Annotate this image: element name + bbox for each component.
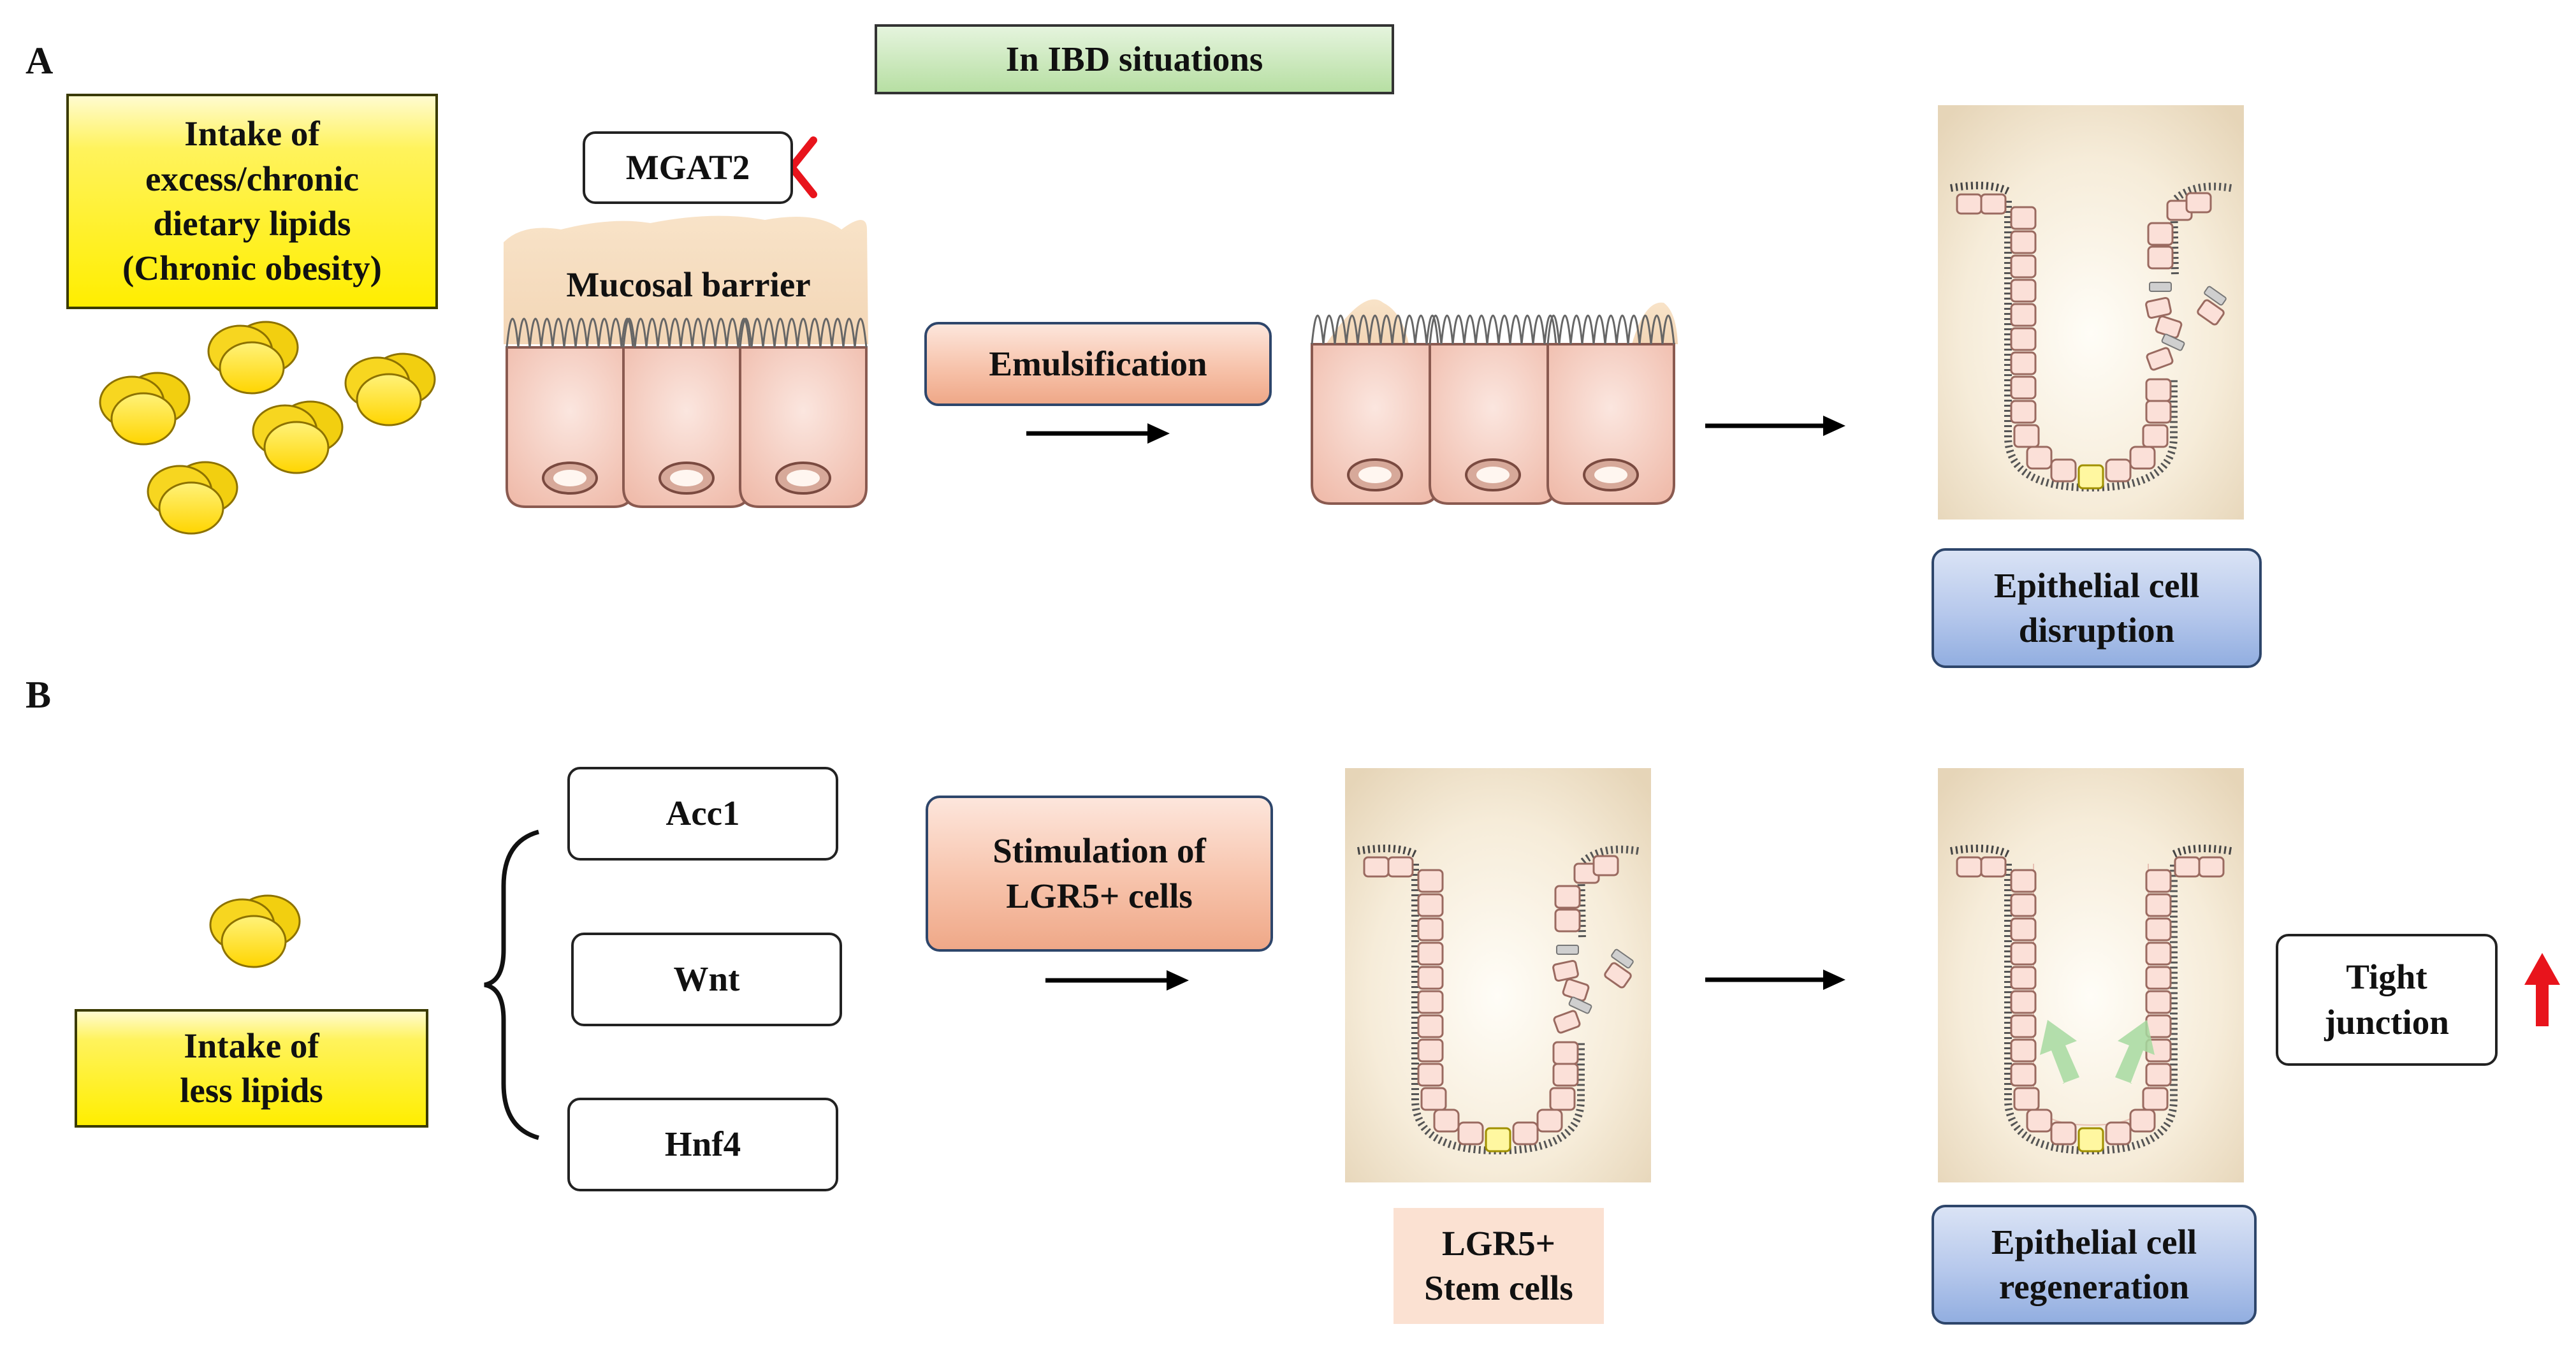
stimulation-line-2: LGR5+ cells xyxy=(1006,876,1193,915)
regeneration-line-1: Epithelial cell xyxy=(1991,1222,2197,1261)
ibd-situations-header: In IBD situations xyxy=(875,24,1394,94)
regeneration-line-2: regeneration xyxy=(1998,1267,2190,1306)
lipid-droplet-icon-a1 xyxy=(99,372,191,446)
disrupted-crypt-a xyxy=(1938,105,2244,520)
right-arrow-icon-a2 xyxy=(1705,416,1845,436)
lipid-droplet-icon-b xyxy=(209,894,301,968)
regenerating-crypt-b xyxy=(1938,768,2244,1182)
stem-cells-line-1: LGR5+ xyxy=(1441,1223,1555,1263)
emulsification-box: Emulsification xyxy=(924,322,1272,406)
gene-box-hnf4: Hnf4 xyxy=(567,1098,838,1191)
epithelial-regeneration-box: Epithelial cell regeneration xyxy=(1932,1205,2257,1325)
disruption-line-1: Epithelial cell xyxy=(1993,565,2200,605)
gene-box-acc1: Acc1 xyxy=(567,767,838,861)
panel-label-b: B xyxy=(25,674,52,716)
curly-brace-icon xyxy=(484,829,539,1140)
gene-box-wnt: Wnt xyxy=(571,933,842,1026)
mucosal-barrier-label: Mucosal barrier xyxy=(566,265,811,304)
mgat2-label: MGAT2 xyxy=(625,147,750,187)
tight-junction-box: Tight junction xyxy=(2276,934,2498,1066)
up-arrow-icon xyxy=(2524,953,2560,1026)
lipid-droplet-icon-a5 xyxy=(147,461,238,535)
panel-label-a: A xyxy=(25,40,54,82)
gene-wnt-label: Wnt xyxy=(673,959,740,999)
emulsified-barrier-illustration xyxy=(1312,299,1678,504)
stimulation-line-1: Stimulation of xyxy=(993,831,1206,871)
disruption-line-2: disruption xyxy=(2018,611,2175,650)
stimulation-lgr5-box: Stimulation of LGR5+ cells xyxy=(926,796,1273,952)
right-arrow-icon-a1 xyxy=(1026,423,1170,444)
intake-line-1: Intake of xyxy=(184,114,320,154)
excess-lipid-intake-box: Intake of excess/chronic dietary lipids … xyxy=(66,94,438,309)
tight-junction-line-1: Tight xyxy=(2346,957,2427,997)
intake-line-4: (Chronic obesity) xyxy=(122,249,382,288)
gene-acc1-label: Acc1 xyxy=(666,794,740,833)
green-up-arrow-right xyxy=(2115,1020,2155,1084)
gene-hnf4-label: Hnf4 xyxy=(664,1124,741,1164)
right-arrow-icon-b2 xyxy=(1705,970,1845,990)
stem-cells-line-2: Stem cells xyxy=(1424,1268,1573,1307)
less-lipid-intake-box: Intake of less lipids xyxy=(75,1009,428,1128)
mgat2-box: MGAT2 xyxy=(583,131,793,204)
less-intake-line-2: less lipids xyxy=(180,1071,323,1110)
intake-line-3: dietary lipids xyxy=(153,204,351,243)
lipid-droplet-icon-a3 xyxy=(344,353,436,426)
tight-junction-line-2: junction xyxy=(2324,1002,2449,1042)
less-intake-line-1: Intake of xyxy=(184,1026,319,1065)
emulsification-label: Emulsification xyxy=(989,344,1207,383)
lipid-droplet-icon-a2 xyxy=(207,321,299,395)
stem-cell-crypt-b xyxy=(1345,768,1651,1182)
header-title: In IBD situations xyxy=(1005,39,1263,78)
intake-line-2: excess/chronic xyxy=(145,159,359,198)
right-arrow-icon-b1 xyxy=(1045,970,1189,991)
lipid-droplet-icon-a4 xyxy=(252,400,344,474)
epithelial-disruption-box: Epithelial cell disruption xyxy=(1932,548,2262,668)
green-up-arrow-left xyxy=(2040,1020,2079,1084)
mucosal-barrier-illustration xyxy=(504,215,868,507)
lgr5-stem-cells-box: LGR5+ Stem cells xyxy=(1394,1208,1604,1324)
